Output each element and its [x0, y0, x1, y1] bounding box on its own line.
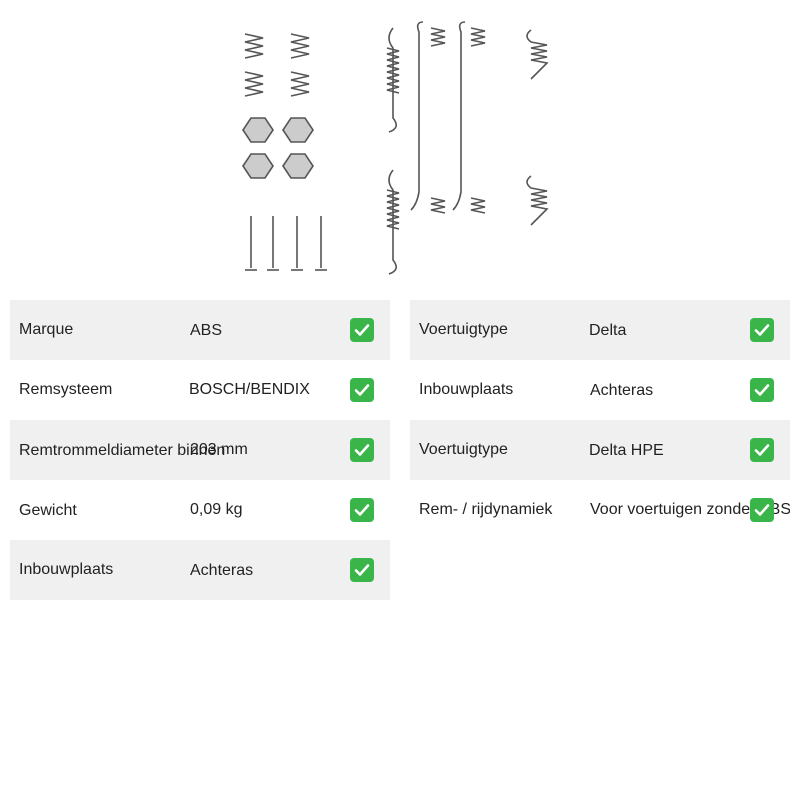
- spec-value: BOSCH/BENDIX: [189, 381, 310, 398]
- spec-row: Voertuigtype Delta HPE: [410, 420, 790, 480]
- product-image: [235, 8, 565, 278]
- spec-value: 0,09 kg: [190, 501, 243, 518]
- return-spring-icon: [386, 27, 400, 275]
- hex-washer-icon: [242, 117, 314, 179]
- small-spring-icon: [290, 33, 310, 97]
- spec-label: Voertuigtype: [419, 321, 508, 338]
- spec-row: Remsysteem BOSCH/BENDIX: [10, 360, 390, 420]
- spec-table-left: Marque ABS Remsysteem BOSCH/BENDIX Remtr…: [10, 300, 390, 600]
- spec-value: Achteras: [590, 382, 654, 400]
- spec-value: ABS: [190, 322, 223, 340]
- check-mark-icon: [750, 438, 774, 462]
- brake-accessory-kit-illustration: [242, 21, 549, 275]
- spec-value: Achteras: [190, 562, 254, 580]
- spec-label: Marque: [19, 321, 74, 338]
- spec-label: Remsysteem: [19, 381, 113, 398]
- check-mark-icon: [750, 378, 774, 402]
- spec-label: Voertuigtype: [419, 441, 508, 458]
- spec-label: Remtrommeldiameter binnen: [19, 442, 226, 460]
- check-mark-icon: [350, 378, 374, 402]
- spec-row: Voertuigtype Delta: [410, 300, 790, 360]
- short-spring-icon: [526, 29, 549, 226]
- check-mark-icon: [350, 318, 374, 342]
- adjuster-spring-icon: [410, 21, 486, 214]
- spec-value: 203 mm: [190, 441, 248, 458]
- spec-row: Remtrommeldiameter binnen 203 mm: [10, 420, 390, 480]
- check-mark-icon: [750, 318, 774, 342]
- spec-value: Delta: [589, 322, 627, 340]
- spec-label: Rem- / rijdynamiek: [419, 501, 553, 518]
- spec-label: Inbouwplaats: [419, 381, 514, 398]
- check-mark-icon: [750, 498, 774, 522]
- spec-row: Rem- / rijdynamiek Voor voertuigen zonde…: [410, 480, 790, 540]
- spec-table-right: Voertuigtype Delta Inbouwplaats Achteras…: [410, 300, 790, 540]
- spec-value: Voor voertuigen zonder ABS: [590, 501, 790, 518]
- spec-label: Gewicht: [19, 502, 77, 520]
- spec-row: Marque ABS: [10, 300, 390, 360]
- check-mark-icon: [350, 438, 374, 462]
- check-mark-icon: [350, 498, 374, 522]
- small-spring-icon: [244, 33, 264, 97]
- spec-row: Gewicht 0,09 kg: [10, 480, 390, 540]
- spec-row: Inbouwplaats Achteras: [10, 540, 390, 600]
- check-mark-icon: [350, 558, 374, 582]
- spec-label: Inbouwplaats: [19, 561, 114, 578]
- spec-row: Inbouwplaats Achteras: [410, 360, 790, 420]
- spec-value: Delta HPE: [589, 442, 664, 460]
- pin-icon: [245, 216, 327, 271]
